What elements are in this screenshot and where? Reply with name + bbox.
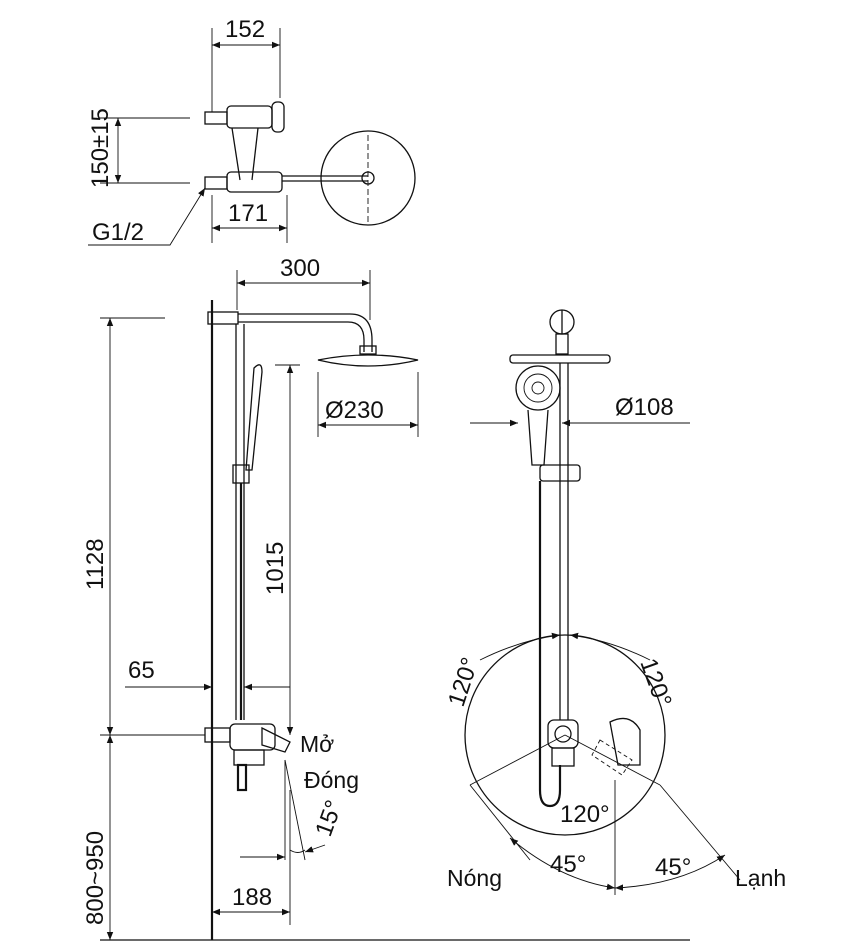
valve-lever	[261, 726, 291, 753]
side-view: 300 Ø230 1128 1015 65 Mở	[82, 255, 690, 941]
dimension-1015: 1015	[262, 542, 289, 595]
angle-45-right: 45°	[655, 854, 691, 881]
dimension-150: 150±15	[87, 108, 114, 188]
angle-120-bottom: 120°	[560, 801, 610, 828]
top-view: 152 150±15 171 G1/2	[87, 16, 416, 246]
overhead-shower-front	[509, 354, 611, 364]
rotation-circle	[464, 634, 666, 836]
angle-120-left: 120°	[443, 654, 484, 710]
valve-handle-front	[609, 717, 641, 766]
open-label: Mở	[300, 731, 334, 757]
front-view: Ø108 120° 120° 120° 45° 45° Nóng Lạnh	[443, 309, 786, 895]
thread-label: G1/2	[92, 219, 144, 246]
shower-head-top	[320, 130, 416, 226]
dimension-65: 65	[128, 657, 155, 684]
dimension-230: Ø230	[325, 397, 384, 424]
angle-120-right: 120°	[634, 655, 676, 711]
angle-45-left: 45°	[550, 851, 586, 878]
overhead-shower-side	[317, 354, 419, 367]
hand-shower-side	[245, 364, 263, 471]
hot-label: Nóng	[447, 865, 502, 891]
dimension-108: Ø108	[615, 394, 674, 421]
hand-shower-face	[515, 365, 561, 411]
mixer-valve-side	[229, 723, 276, 751]
close-label: Đóng	[304, 767, 359, 793]
dimension-152: 152	[225, 16, 265, 43]
dimension-300: 300	[280, 255, 320, 282]
dimension-171: 171	[228, 200, 268, 227]
dimension-800-950: 800~950	[82, 831, 109, 925]
cold-label: Lạnh	[735, 865, 786, 891]
dimension-1128: 1128	[82, 538, 109, 590]
dimension-188: 188	[232, 884, 272, 911]
mixer-valve-front	[547, 719, 579, 749]
angle-15: 15°	[310, 797, 348, 840]
